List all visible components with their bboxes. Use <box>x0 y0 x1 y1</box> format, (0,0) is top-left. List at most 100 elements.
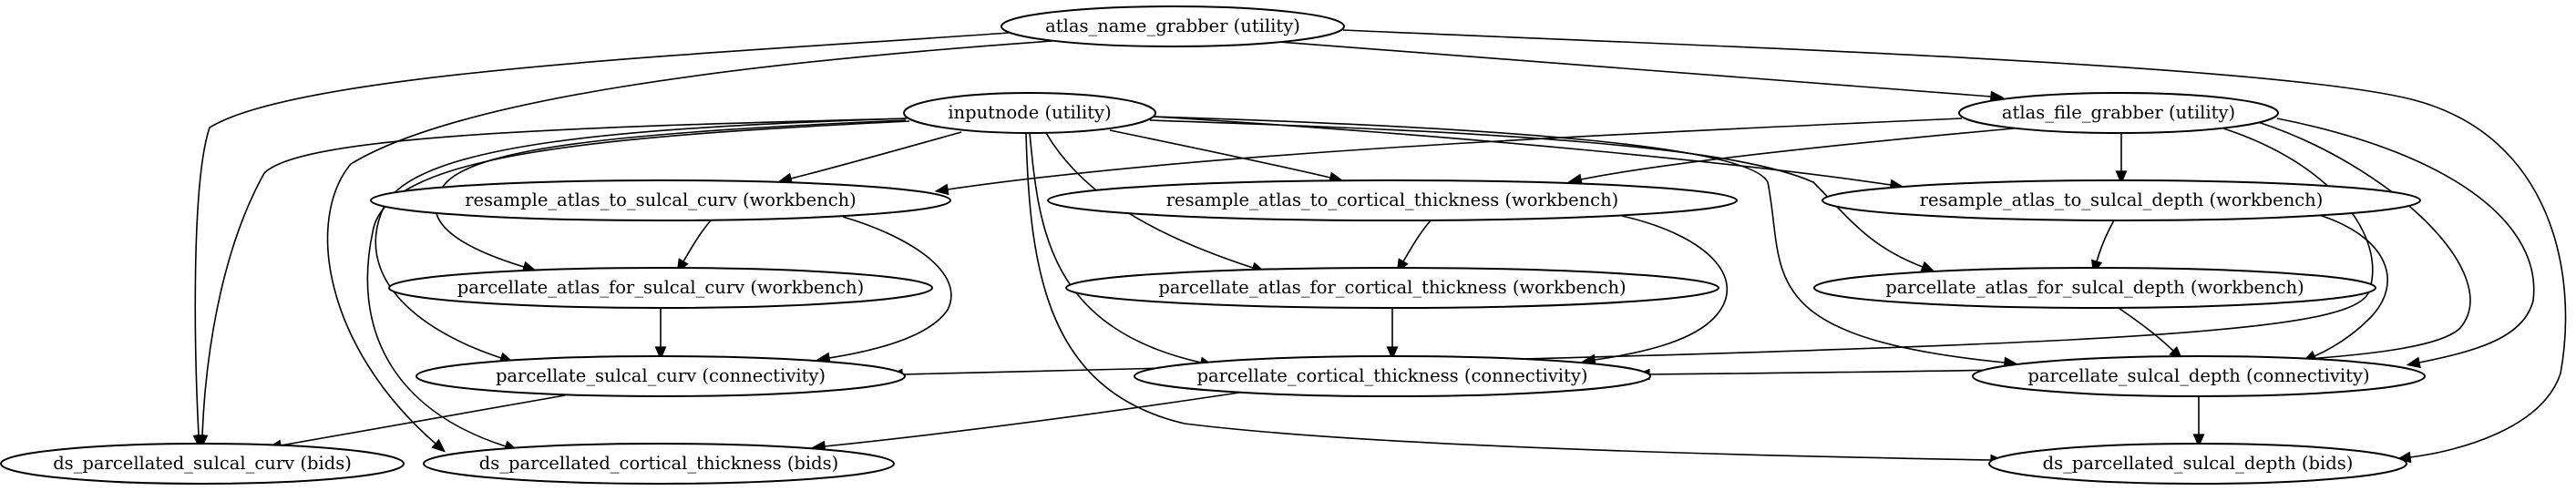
edge-resample-atlas-to-cortical-thickness-to-parcellate-atlas-for-cortical-thickness <box>1396 220 1432 273</box>
edge-line <box>2096 220 2115 262</box>
node-ellipse <box>1958 92 2279 134</box>
edge-atlas-file-grabber-to-resample-atlas-to-cortical-thickness <box>1567 128 2015 186</box>
edge-line <box>682 220 712 262</box>
node-label: inputnode (utility) <box>948 102 1111 123</box>
node-ellipse <box>388 267 933 309</box>
node-ellipse <box>0 443 405 485</box>
node-parcellate-sulcal-curv[interactable]: parcellate_sulcal_curv (connectivity) <box>416 355 906 397</box>
arrowhead-icon <box>2115 170 2128 185</box>
edge-line <box>1029 132 1202 363</box>
edges-layer <box>192 29 2567 466</box>
arrowhead-icon <box>1920 261 1935 272</box>
node-label: parcellate_sulcal_curv (connectivity) <box>496 365 826 386</box>
nodes-layer: atlas_name_grabber (utility) inputnode (u… <box>0 5 2426 485</box>
node-label: ds_parcellated_cortical_thickness (bids) <box>479 453 839 474</box>
node-label: ds_parcellated_sulcal_curv (bids) <box>53 453 352 474</box>
edge-inputnode-to-parcellate-sulcal-depth <box>1152 116 2018 369</box>
node-ellipse <box>1813 267 2376 309</box>
edge-inputnode-to-resample-atlas-to-sulcal-depth <box>1153 116 1904 191</box>
edge-line <box>1580 128 2015 180</box>
node-label: ds_parcellated_sulcal_depth (bids) <box>2043 453 2354 474</box>
node-parcellate-sulcal-depth[interactable]: parcellate_sulcal_depth (connectivity) <box>1972 355 2426 397</box>
edge-line <box>1594 215 1729 361</box>
arrowhead-icon <box>196 435 209 449</box>
edge-line <box>194 32 1010 436</box>
node-ellipse <box>423 443 895 485</box>
edge-atlas-file-grabber-to-parcellate-sulcal-curv <box>888 128 2374 381</box>
edge-line <box>1278 41 1992 97</box>
node-ds-parcellated-sulcal-curv[interactable]: ds_parcellated_sulcal_curv (bids) <box>0 443 405 485</box>
arrowhead-icon <box>2406 356 2421 369</box>
node-label: parcellate_sulcal_depth (connectivity) <box>2027 365 2369 386</box>
node-label: resample_atlas_to_sulcal_curv (workbench… <box>465 189 857 210</box>
node-parcellate-atlas-for-sulcal-curv[interactable]: parcellate_atlas_for_sulcal_curv (workbe… <box>388 267 933 309</box>
edge-inputnode-to-parcellate-cortical-thickness <box>1029 132 1215 369</box>
node-parcellate-atlas-for-sulcal-depth[interactable]: parcellate_atlas_for_sulcal_depth (workb… <box>1813 267 2376 309</box>
node-label: parcellate_atlas_for_sulcal_curv (workbe… <box>457 277 864 298</box>
edge-atlas-file-grabber-to-resample-atlas-to-sulcal-depth <box>2115 132 2128 185</box>
node-ellipse <box>416 355 906 397</box>
node-ellipse <box>903 92 1156 134</box>
edge-atlas-file-grabber-to-parcellate-sulcal-depth <box>2276 118 2535 369</box>
edge-atlas-file-grabber-to-resample-atlas-to-sulcal-curv <box>934 118 1963 196</box>
arrowhead-icon <box>654 346 667 361</box>
edge-resample-atlas-to-sulcal-curv-to-parcellate-atlas-for-sulcal-curv <box>676 220 712 273</box>
edge-line <box>790 131 962 179</box>
node-label: atlas_name_grabber (utility) <box>1045 15 1300 36</box>
node-ellipse <box>1134 355 1651 397</box>
edge-line <box>366 120 910 447</box>
node-label: resample_atlas_to_cortical_thickness (wo… <box>1166 189 1619 210</box>
arrowhead-icon <box>934 183 949 196</box>
edge-line <box>1648 121 2471 375</box>
edge-line <box>1342 29 2567 458</box>
node-label: resample_atlas_to_sulcal_depth (workbenc… <box>1920 189 2324 210</box>
edge-line <box>1025 132 1992 461</box>
edge-line <box>1109 129 1331 179</box>
node-label: parcellate_cortical_thickness (connectiv… <box>1196 365 1587 386</box>
node-parcellate-cortical-thickness[interactable]: parcellate_cortical_thickness (connectiv… <box>1134 355 1651 397</box>
edge-atlas-name-grabber-to-ds-parcellated-sulcal-depth <box>1342 29 2567 464</box>
node-ellipse <box>1822 179 2421 221</box>
edge-line <box>901 128 2374 375</box>
edge-line <box>824 392 1240 447</box>
edge-parcellate-sulcal-depth-to-ds-parcellated-sulcal-depth <box>2192 396 2205 448</box>
edge-inputnode-to-resample-atlas-to-sulcal-curv <box>777 131 962 185</box>
edge-parcellate-atlas-for-cortical-thickness-to-parcellate-cortical-thickness <box>1386 308 1399 361</box>
node-label: parcellate_atlas_for_sulcal_depth (workb… <box>1885 277 2304 298</box>
node-ellipse <box>1988 443 2407 485</box>
edge-line <box>2118 307 2174 352</box>
edge-line <box>1402 220 1432 262</box>
arrowhead-icon <box>2192 434 2205 448</box>
node-ellipse <box>1001 5 1345 47</box>
node-inputnode[interactable]: inputnode (utility) <box>903 92 1156 134</box>
node-parcellate-atlas-for-cortical-thickness[interactable]: parcellate_atlas_for_cortical_thickness … <box>1065 267 1719 309</box>
node-ds-parcellated-sulcal-depth[interactable]: ds_parcellated_sulcal_depth (bids) <box>1988 443 2407 485</box>
edge-atlas-name-grabber-to-atlas-file-grabber <box>1278 41 2005 103</box>
node-resample-atlas-to-sulcal-depth[interactable]: resample_atlas_to_sulcal_depth (workbenc… <box>1822 179 2421 221</box>
edge-line <box>280 394 566 446</box>
edge-inputnode-to-resample-atlas-to-cortical-thickness <box>1109 129 1344 184</box>
edge-line <box>2314 214 2388 357</box>
node-label: atlas_file_grabber (utility) <box>2002 102 2235 123</box>
node-atlas-name-grabber[interactable]: atlas_name_grabber (utility) <box>1001 5 1345 47</box>
node-ds-parcellated-cortical-thickness[interactable]: ds_parcellated_cortical_thickness (bids) <box>423 443 895 485</box>
edge-line <box>947 118 1963 190</box>
edge-line <box>1152 116 2006 363</box>
edge-inputnode-to-parcellate-sulcal-curv <box>375 118 908 363</box>
edge-line <box>435 119 907 268</box>
arrowhead-icon <box>431 438 446 453</box>
node-ellipse <box>370 179 951 221</box>
edge-parcellate-atlas-for-sulcal-curv-to-parcellate-sulcal-curv <box>654 307 667 361</box>
node-resample-atlas-to-sulcal-curv[interactable]: resample_atlas_to_sulcal_curv (workbench… <box>370 179 951 221</box>
node-label: parcellate_atlas_for_cortical_thickness … <box>1158 277 1626 298</box>
edge-line <box>1149 119 1924 268</box>
arrowhead-icon <box>1386 346 1399 361</box>
edge-line <box>201 118 908 436</box>
node-resample-atlas-to-cortical-thickness[interactable]: resample_atlas_to_cortical_thickness (wo… <box>1047 179 1738 221</box>
edge-parcellate-sulcal-curv-to-ds-parcellated-sulcal-curv <box>267 394 566 452</box>
node-ellipse <box>1972 355 2426 397</box>
edge-line <box>828 216 952 359</box>
node-atlas-file-grabber[interactable]: atlas_file_grabber (utility) <box>1958 92 2279 134</box>
edge-line <box>2276 118 2535 363</box>
